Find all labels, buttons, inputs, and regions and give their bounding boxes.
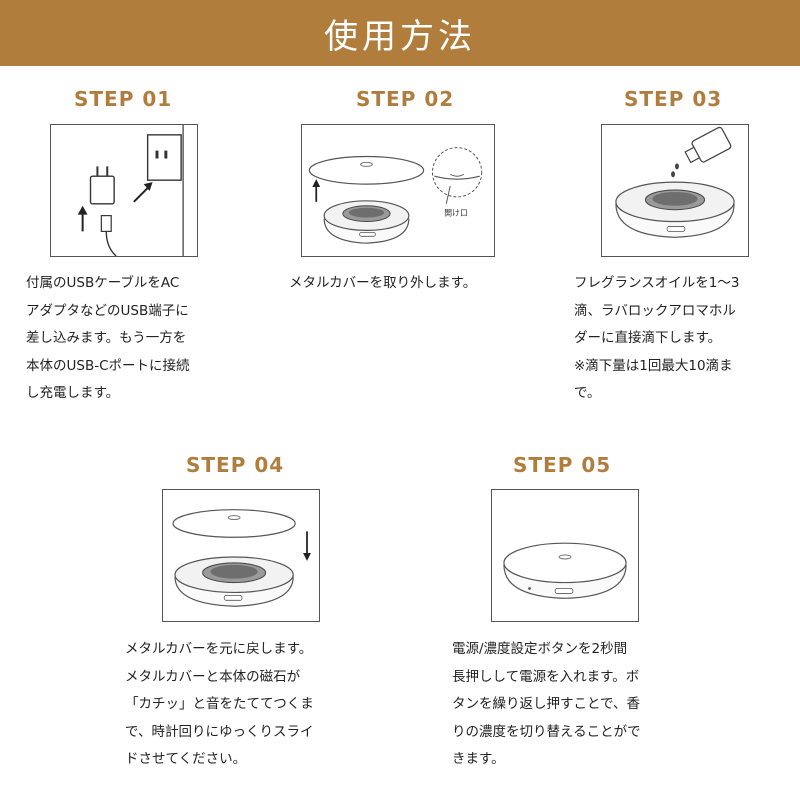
step-04-label: STEP 04	[186, 453, 285, 477]
step-04-description: メタルカバーを元に戻します。 メタルカバーと本体の磁石が 「カチッ」と音をたてて…	[125, 636, 314, 774]
step-03-description: フレグランスオイルを1～3 滴、ラバロックアロマホル ダーに直接滴下します。 ※…	[574, 270, 739, 408]
description-line: タンを繰り返し押すことで、香	[452, 696, 641, 712]
description-line: で。	[574, 385, 601, 401]
description-line: りの濃度を切り替えることがで	[452, 723, 641, 740]
step-02-illustration: 開け口	[301, 124, 495, 257]
usb-adapter-wall-outlet-icon	[77, 125, 184, 256]
page-header: 使用方法	[0, 0, 800, 66]
step-02-label: STEP 02	[356, 87, 455, 111]
description-line: ※滴下量は1回最大10滴ま	[574, 357, 733, 374]
description-line: 「カチッ」と音をたててつくま	[125, 696, 314, 712]
step-03-label: STEP 03	[624, 87, 723, 111]
page-title: 使用方法	[324, 16, 476, 57]
description-line: 付属のUSBケーブルをAC	[26, 275, 180, 291]
callout-label: 開け口	[444, 209, 468, 218]
description-line: ドさせてください。	[125, 751, 247, 767]
description-line: 長押しして電源を入れます。ボ	[452, 668, 640, 685]
step-05-description: 電源/濃度設定ボタンを2秒間 長押しして電源を入れます。ボ タンを繰り返し押すこ…	[452, 636, 641, 774]
description-line: アダプタなどのUSB端子に	[26, 302, 189, 319]
drop-oil-on-holder-icon	[615, 126, 735, 238]
step-05-illustration	[491, 489, 639, 622]
description-line: ダーに直接滴下します。	[574, 330, 722, 346]
description-line: メタルカバーを取り外します。	[289, 275, 477, 291]
step-01-label: STEP 01	[74, 87, 173, 111]
description-line: メタルカバーを元に戻します。	[125, 641, 313, 657]
step-04-illustration	[162, 489, 320, 622]
description-line: メタルカバーと本体の磁石が	[125, 668, 301, 685]
step-01-description: 付属のUSBケーブルをAC アダプタなどのUSB端子に 差し込みます。もう一方を…	[26, 270, 190, 408]
step-05-label: STEP 05	[513, 453, 612, 477]
step-01-illustration	[50, 124, 198, 257]
description-line: し充電します。	[26, 385, 120, 401]
description-line: 本体のUSB-Cポートに接続	[26, 357, 190, 374]
remove-metal-cover-icon: 開け口	[308, 147, 483, 244]
diffuser-closed-icon	[503, 542, 627, 599]
step-03-illustration	[601, 124, 749, 257]
description-line: 電源/濃度設定ボタンを2秒間	[452, 641, 628, 657]
description-line: きます。	[452, 751, 505, 767]
description-line: 差し込みます。もう一方を	[26, 330, 187, 346]
replace-metal-cover-icon	[172, 509, 311, 607]
description-line: 滴、ラバロックアロマホル	[574, 302, 736, 319]
step-02-description: メタルカバーを取り外します。	[289, 270, 476, 298]
description-line: フレグランスオイルを1～3	[574, 275, 740, 291]
description-line: で、時計回りにゆっくりスライ	[125, 723, 314, 740]
